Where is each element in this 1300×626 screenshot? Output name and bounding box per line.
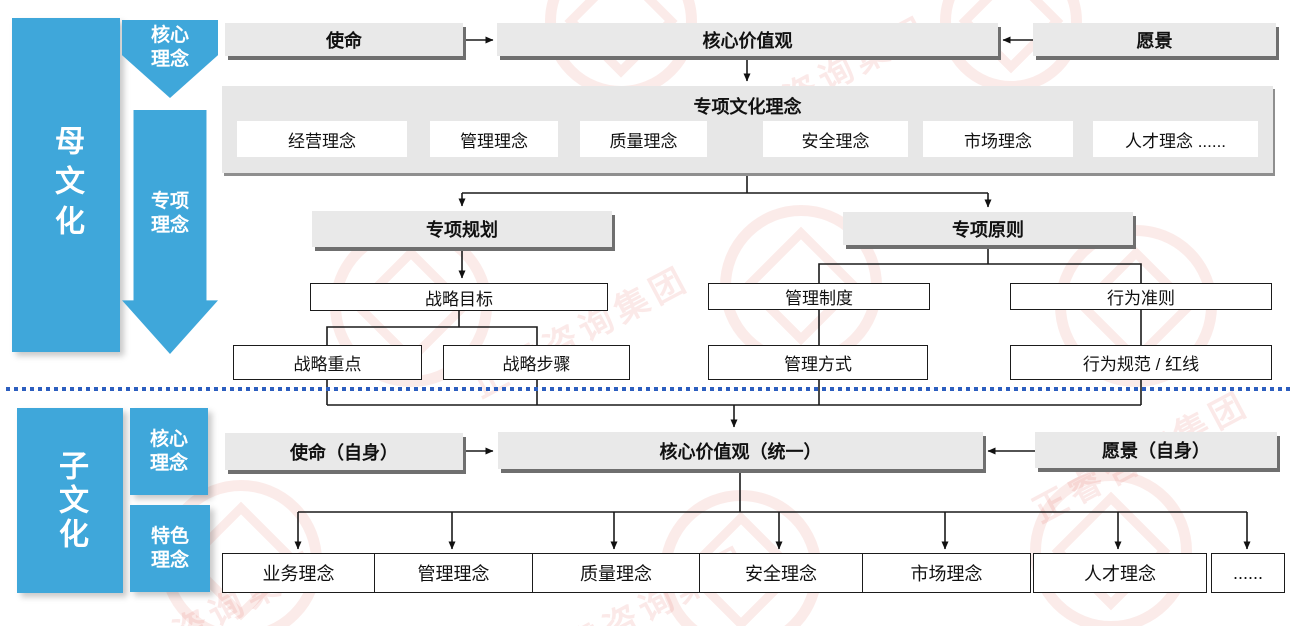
child-item: 管理理念 (373, 553, 534, 593)
section-divider (6, 387, 1294, 391)
child-core-values-box: 核心价值观（统一） (498, 432, 983, 469)
mission-box: 使命 (225, 23, 463, 56)
special-item: 管理理念 (430, 121, 558, 157)
vision-box: 愿景 (1033, 23, 1276, 56)
core-idea-tag: 核心理念 (130, 408, 208, 495)
parent-culture-bar: 母文化 (12, 18, 120, 352)
child-item: 市场理念 (862, 553, 1031, 593)
feature-idea-tag-label: 特色理念 (150, 525, 189, 571)
special-item: 安全理念 (763, 121, 908, 157)
child-culture-label: 子文化 (54, 449, 87, 552)
special-idea-arrow-label: 专项理念 (150, 191, 189, 236)
special-idea-arrow: 专项理念 (122, 110, 218, 354)
child-vision-box: 愿景（自身） (1035, 432, 1277, 468)
management-method-box: 管理方式 (708, 345, 928, 380)
core-idea-arrow-label: 核心理念 (150, 25, 189, 70)
special-item: 质量理念 (580, 121, 707, 157)
child-item: 业务理念 (222, 553, 375, 593)
child-item: ...... (1211, 553, 1285, 593)
child-item: 质量理念 (532, 553, 700, 593)
child-culture-bar: 子文化 (17, 408, 123, 593)
behavior-norm-box: 行为规范 / 红线 (1010, 345, 1272, 380)
special-culture-title: 专项文化理念 (693, 97, 802, 117)
special-principles-box: 专项原则 (843, 212, 1133, 245)
child-item: 安全理念 (698, 553, 864, 593)
strategic-steps-box: 战略步骤 (443, 345, 630, 380)
special-item: 人才理念 ...... (1093, 121, 1258, 157)
special-item: 经营理念 (237, 121, 407, 157)
core-idea-tag-label: 核心理念 (149, 428, 188, 474)
child-mission-box: 使命（自身） (225, 433, 463, 470)
strategic-focus-box: 战略重点 (233, 345, 422, 380)
parent-culture-label: 母文化 (50, 125, 83, 245)
behavior-code-box: 行为准则 (1010, 283, 1272, 310)
special-item: 市场理念 (923, 121, 1073, 157)
child-item: 人才理念 (1033, 553, 1207, 593)
management-system-box: 管理制度 (708, 283, 930, 310)
strategic-goal-box: 战略目标 (310, 283, 608, 311)
feature-idea-tag: 特色理念 (130, 505, 210, 592)
special-planning-box: 专项规划 (312, 211, 612, 247)
core-values-box: 核心价值观 (497, 23, 998, 56)
